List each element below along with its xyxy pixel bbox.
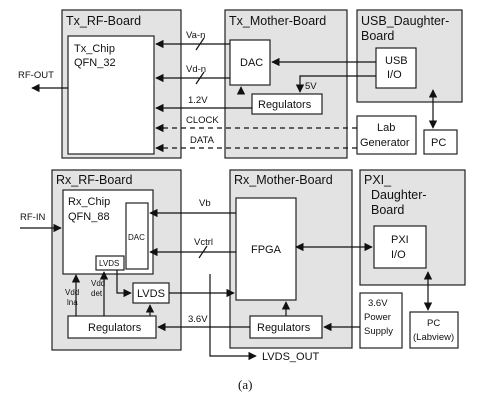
rx-mb-regulators-label: Regulators <box>257 322 311 334</box>
pxi-io: PXI I/O <box>373 225 427 269</box>
pxi-board-title-2: Daughter- <box>371 188 427 202</box>
usb-pc-label: PC <box>431 137 446 149</box>
rx-chip-dac-label: DAC <box>128 233 145 242</box>
lab-generator-label-2: Generator <box>360 137 410 149</box>
vd-n-bus-tick <box>195 71 205 85</box>
lvds-out-arrow <box>209 274 257 361</box>
rx-lvds-label: LVDS <box>137 288 165 300</box>
vdd-lna-label-1: Vdd <box>65 288 79 297</box>
vdd-lna-label-2: lna <box>67 298 78 307</box>
pxi-board-title-1: PXI_ <box>364 173 392 187</box>
rx-mb-regulators: Regulators <box>249 315 323 339</box>
tx-chip-name: Tx_Chip <box>74 43 115 55</box>
rx-lvds-block: LVDS <box>132 282 170 304</box>
usb-io: USB I/O <box>375 47 417 89</box>
vctrl-label: Vctrl <box>194 237 213 248</box>
pxi-io-label-1: PXI <box>391 234 409 246</box>
vdd-det-label-1: Vdd <box>91 279 105 288</box>
pc-labview-label-2: (Labview) <box>413 332 454 343</box>
chip-lvds-to-lvds <box>116 270 132 298</box>
usb-io-label-2: I/O <box>387 69 402 81</box>
rx-chip-name: Rx_Chip <box>68 196 110 208</box>
rx-rf-board-title: Rx_RF-Board <box>56 173 132 187</box>
lvds-out-label: LVDS_OUT <box>262 351 320 363</box>
tx-chip-package: QFN_32 <box>74 57 116 69</box>
rx-chip-lvds-label: LVDS <box>99 259 119 268</box>
data-label: DATA <box>190 135 215 146</box>
rx-mother-board-title: Rx_Mother-Board <box>234 173 333 187</box>
usb-io-label-1: USB <box>385 55 408 67</box>
fpga-label: FPGA <box>251 244 282 256</box>
usb-board-title-2: Board <box>361 29 394 43</box>
tx-chip: Tx_Chip QFN_32 <box>67 35 155 155</box>
tx-mother-board: Tx_Mother-Board <box>224 9 348 159</box>
rf-in-label: RF-IN <box>20 212 45 223</box>
tx-regulators-label: Regulators <box>258 99 312 111</box>
vb-label: Vb <box>199 198 211 209</box>
lab-generator-label-1: Lab <box>377 122 395 134</box>
pxi-io-label-2: I/O <box>391 249 406 261</box>
rx-regulators-label: Regulators <box>88 322 142 334</box>
fpga: FPGA <box>235 197 297 301</box>
pc-labview-label-1: PC <box>427 318 440 329</box>
usb-pc: PC <box>423 129 458 155</box>
vctrl-bus-tick <box>198 245 208 259</box>
va-n-label: Va-n <box>186 30 205 41</box>
tx-dac: DAC <box>229 39 271 86</box>
tx-rf-board-title: Tx_RF-Board <box>66 14 141 28</box>
tx-regulators: Regulators <box>251 93 323 115</box>
v12-label: 1.2V <box>188 95 208 106</box>
pc-labview: PC (Labview) <box>409 311 459 349</box>
v5-label: 5V <box>305 81 317 92</box>
rx-chip-lvds: LVDS <box>95 255 125 271</box>
power-supply-label-3: Supply <box>364 326 393 337</box>
usb-board-title-1: USB_Daughter- <box>361 14 449 28</box>
v36-label: 3.6V <box>188 314 208 325</box>
power-supply-label-2: Power <box>364 312 391 323</box>
vd-n-label: Vd-n <box>186 64 206 75</box>
rx-regulators: Regulators <box>67 315 157 339</box>
v5-arrow <box>295 75 376 93</box>
figure-caption: (a) <box>238 377 252 392</box>
rf-out-label: RF-OUT <box>18 70 54 81</box>
power-supply-label-1: 3.6V <box>368 298 388 309</box>
rx-chip-dac: DAC <box>125 202 149 270</box>
tx-mother-board-title: Tx_Mother-Board <box>229 14 326 28</box>
lab-generator: Lab Generator <box>356 115 417 155</box>
va-n-bus-tick <box>195 37 205 51</box>
rx-chip-package: QFN_88 <box>68 211 110 223</box>
pxi-board-title-3: Board <box>371 203 404 217</box>
clock-label: CLOCK <box>186 115 219 126</box>
tx-dac-label: DAC <box>240 57 263 69</box>
vdd-det-label-2: det <box>91 289 103 298</box>
power-supply: 3.6V Power Supply <box>359 292 403 349</box>
